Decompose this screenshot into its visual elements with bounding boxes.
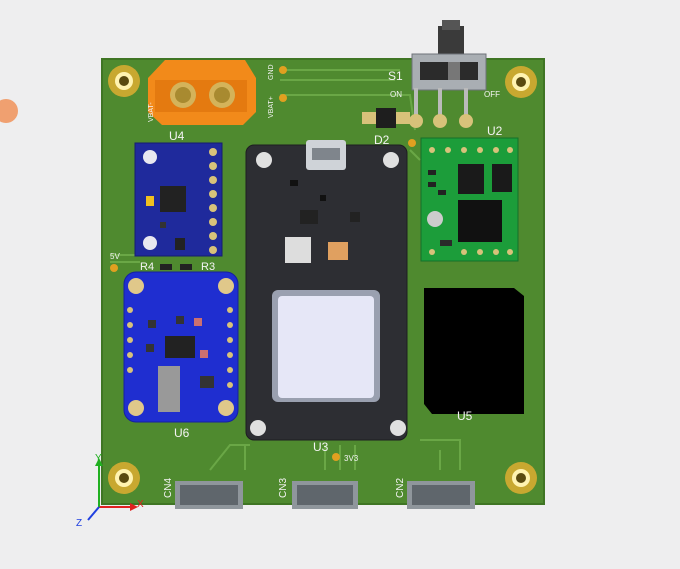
u2-label: U2: [487, 124, 503, 138]
cn2-label: CN2: [395, 478, 406, 498]
u3-esp32-devboard[interactable]: [245, 140, 408, 441]
resistor-pair: [160, 264, 192, 270]
cn3-label: CN3: [278, 478, 289, 498]
cn4-label: CN4: [163, 478, 174, 498]
u4-label: U4: [169, 129, 185, 143]
cn4-connector[interactable]: [175, 481, 243, 509]
vbat-minus-label: VBAT-: [148, 102, 155, 122]
r3-label: R3: [201, 261, 215, 273]
cn2-connector[interactable]: [407, 481, 475, 509]
axis-y-label: Y: [95, 453, 102, 464]
mounting-hole: [108, 462, 140, 494]
u5-module[interactable]: [424, 288, 524, 414]
via: [279, 66, 287, 74]
r4-label: R4: [140, 261, 154, 273]
pcb-board[interactable]: U4 VBAT- GND VBAT+ S1 ON OFF D2: [101, 20, 545, 509]
on-label: ON: [390, 90, 402, 99]
gnd-label: GND: [268, 64, 275, 80]
s1-label: S1: [388, 69, 403, 83]
cn3-connector[interactable]: [292, 481, 358, 509]
axis-x-label: X: [137, 499, 144, 510]
d2-label: D2: [374, 133, 390, 147]
via: [110, 264, 118, 272]
u4-battery-connector[interactable]: [148, 60, 256, 125]
off-label: OFF: [484, 90, 500, 99]
mounting-hole: [505, 66, 537, 98]
via: [279, 94, 287, 102]
vbat-plus-label: VBAT+: [268, 96, 275, 118]
pcb-traces: [110, 69, 461, 471]
u6-label: U6: [174, 426, 190, 440]
via: [408, 139, 416, 147]
pointer-marker: [0, 99, 18, 123]
u5-label: U5: [457, 409, 473, 423]
d2-diode[interactable]: [362, 108, 410, 128]
u3-label: U3: [313, 440, 329, 454]
mounting-hole: [505, 462, 537, 494]
5v-label: 5V: [110, 252, 120, 261]
axis-z-label: Z: [76, 518, 82, 529]
mounting-hole: [108, 65, 140, 97]
u2-regulator-module[interactable]: [420, 137, 519, 262]
u6-sensor-module[interactable]: [123, 271, 239, 423]
s1-slide-switch[interactable]: [409, 20, 487, 128]
3v3-label: 3V3: [344, 454, 359, 463]
via: [332, 453, 340, 461]
axis-triad: X Y Z: [76, 453, 144, 529]
imu-sensor-module[interactable]: [134, 142, 223, 257]
